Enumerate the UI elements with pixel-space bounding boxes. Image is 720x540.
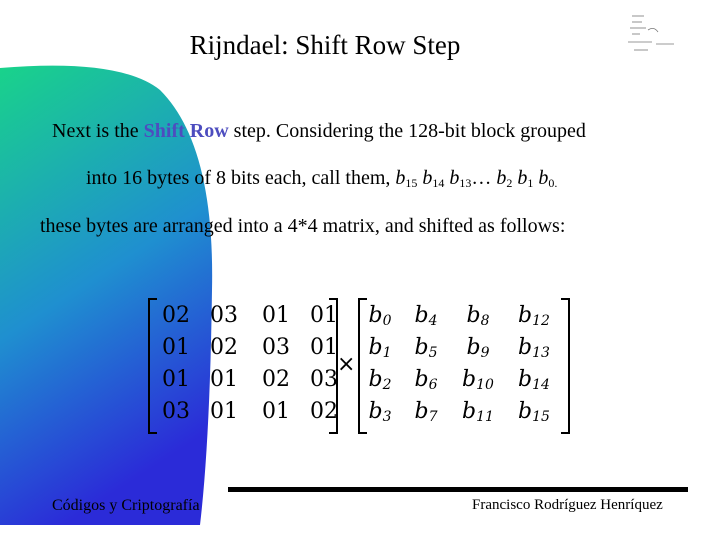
byte-cell: b15 <box>518 399 550 425</box>
byte-cell: b0 <box>368 303 392 329</box>
byte-cell: b4 <box>414 303 438 329</box>
byte-cell: b1 <box>368 335 392 361</box>
matrix-cell: 01 <box>310 335 338 360</box>
byte-cell: b10 <box>462 367 494 393</box>
byte-cell: b2 <box>368 367 392 393</box>
footer-author: Francisco Rodríguez Henríquez <box>472 497 663 513</box>
shift-row-highlight: Shift Row <box>143 120 229 142</box>
matrix-right-bracket <box>561 298 570 434</box>
matrix-cell: 02 <box>262 367 290 392</box>
matrix-cell: 02 <box>162 303 190 328</box>
mix-matrix: 02 03 01 01 01 02 03 01 01 01 02 03 03 01 01 02 <box>148 298 338 434</box>
matrix-left-bracket <box>358 298 367 434</box>
slide-title: Rijndael: Shift Row Step <box>189 30 461 60</box>
matrix-cell: 03 <box>210 303 238 328</box>
matrix-cell: 01 <box>310 303 338 328</box>
matrix-cell: 01 <box>210 399 238 424</box>
matrix-cell: 02 <box>310 399 338 424</box>
matrix-cell: 01 <box>162 367 190 392</box>
matrix-cell: 01 <box>262 399 290 424</box>
byte-cell: b11 <box>462 399 494 425</box>
matrix-right-bracket <box>329 298 338 434</box>
matrix-cell: 01 <box>262 303 290 328</box>
paragraph-line-1: Next is the Shift Row step. Considering … <box>52 120 586 142</box>
paragraph-line-2: into 16 bytes of 8 bits each, call them,… <box>86 167 558 190</box>
byte-matrix: b0 b4 b8 b12 b1 b5 b9 b13 b2 b6 b10 b14 b3 b7 b11 b15 <box>358 298 570 434</box>
matrix-cell: 01 <box>162 335 190 360</box>
byte-cell: b13 <box>518 335 550 361</box>
byte-cell: b9 <box>466 335 490 361</box>
multiply-symbol: × <box>337 352 356 377</box>
matrix-left-bracket <box>148 298 157 434</box>
matrix-cell: 01 <box>210 367 238 392</box>
byte-cell: b3 <box>368 399 392 425</box>
byte-cell: b14 <box>518 367 550 393</box>
logo-icon <box>628 15 674 51</box>
matrix-cell: 02 <box>210 335 238 360</box>
byte-cell: b5 <box>414 335 438 361</box>
footer-course: Códigos y Criptografía <box>52 497 200 514</box>
matrix-cell: 03 <box>262 335 290 360</box>
byte-cell: b12 <box>518 303 550 329</box>
matrix-cell: 03 <box>162 399 190 424</box>
footer-divider <box>228 487 688 492</box>
paragraph-line-3: these bytes are arranged into a 4*4 matr… <box>40 215 566 237</box>
matrix-cell: 03 <box>310 367 338 392</box>
byte-cell: b8 <box>466 303 490 329</box>
byte-cell: b6 <box>414 367 438 393</box>
byte-cell: b7 <box>414 399 438 425</box>
